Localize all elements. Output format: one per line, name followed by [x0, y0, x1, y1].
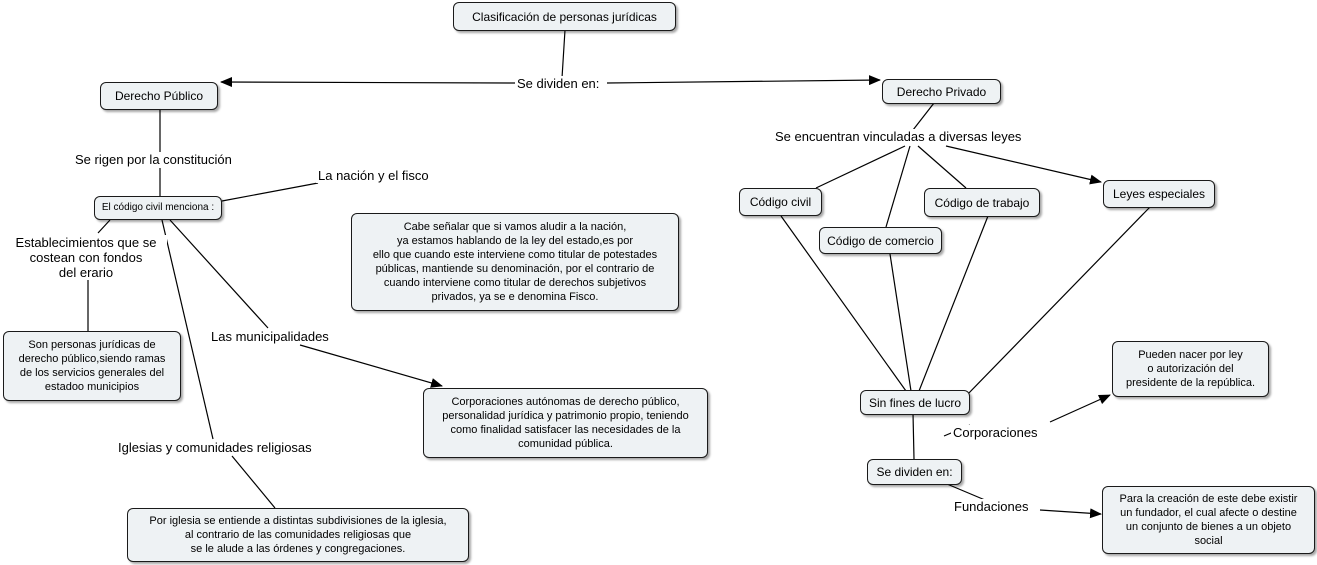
link-iglesias-desc — [231, 455, 276, 509]
link-codigo-establecimientos — [97, 219, 111, 234]
link-phrase-fundaciones: Fundaciones — [952, 499, 1031, 514]
link-codigo-municipalidades — [169, 219, 269, 329]
concept-iglesias-desc[interactable]: Por iglesia se entiende a distintas subd… — [127, 508, 469, 562]
link-codigo-iglesias — [161, 219, 214, 440]
link-vinculadas-civil — [815, 145, 906, 189]
arrow-to-privado — [606, 75, 881, 86]
link-sinfines-dividen — [912, 412, 915, 460]
concept-derecho-privado[interactable]: Derecho Privado — [882, 79, 1001, 104]
concept-derecho-publico[interactable]: Derecho Público — [100, 82, 218, 110]
concept-nacion-desc[interactable]: Cabe señalar que si vamos aludir a la na… — [351, 213, 679, 311]
concept-codigo-trabajo[interactable]: Código de trabajo — [924, 188, 1040, 217]
link-comercio-sinfines — [889, 253, 912, 392]
link-codigo-nacion — [221, 182, 319, 202]
link-phrase-nacion-fisco: La nación y el fisco — [316, 168, 431, 183]
concept-leyes-especiales[interactable]: Leyes especiales — [1103, 180, 1215, 208]
link-phrase-establecimientos: Establecimientos que se costean con fond… — [5, 235, 167, 280]
link-phrase-se-rigen: Se rigen por la constitución — [73, 152, 234, 167]
link-vinculadas-trabajo — [917, 145, 967, 189]
link-phrase-corporaciones: Corporaciones — [951, 425, 1040, 440]
link-privado-vinculadas — [912, 102, 935, 131]
link-dividen-fundaciones — [946, 483, 986, 501]
link-phrase-municipalidades: Las municipalidades — [209, 329, 331, 344]
concept-sin-fines-de-lucro[interactable]: Sin fines de lucro — [860, 390, 970, 415]
concept-se-dividen-en[interactable]: Se dividen en: — [867, 459, 962, 485]
arrow-to-publico — [220, 77, 516, 88]
concept-fundaciones-desc[interactable]: Para la creación de este debe existir un… — [1102, 486, 1315, 554]
link-civil-sinfines — [780, 215, 907, 392]
arrow-corporaciones-desc — [1049, 394, 1111, 423]
link-root-dividen — [561, 29, 566, 79]
link-phrase-se-dividen: Se dividen en: — [515, 76, 602, 91]
concept-codigo-civil[interactable]: Código civil — [739, 188, 822, 216]
concept-establecimientos-desc[interactable]: Son personas jurídicas de derecho públic… — [3, 331, 181, 401]
link-vinculadas-comercio — [885, 145, 911, 228]
concept-codigo-civil-menciona[interactable]: El código civil menciona : — [94, 196, 222, 220]
concept-municipalidades-desc[interactable]: Corporaciones autónomas de derecho públi… — [423, 388, 708, 458]
arrow-fundaciones-desc — [1039, 508, 1102, 519]
link-phrase-vinculadas: Se encuentran vinculadas a diversas leye… — [773, 129, 1024, 144]
concept-codigo-comercio[interactable]: Código de comercio — [819, 227, 942, 254]
concept-root[interactable]: Clasificación de personas jurídicas — [453, 2, 676, 31]
link-leyes-sinfines — [965, 206, 1151, 397]
arrow-vinculadas-leyes — [945, 145, 1102, 185]
arrow-municipalidades-desc — [299, 344, 443, 388]
link-phrase-iglesias: Iglesias y comunidades religiosas — [116, 440, 314, 455]
concept-corporaciones-desc[interactable]: Pueden nacer por ley o autorización del … — [1112, 341, 1269, 397]
link-trabajo-sinfines — [918, 215, 989, 392]
